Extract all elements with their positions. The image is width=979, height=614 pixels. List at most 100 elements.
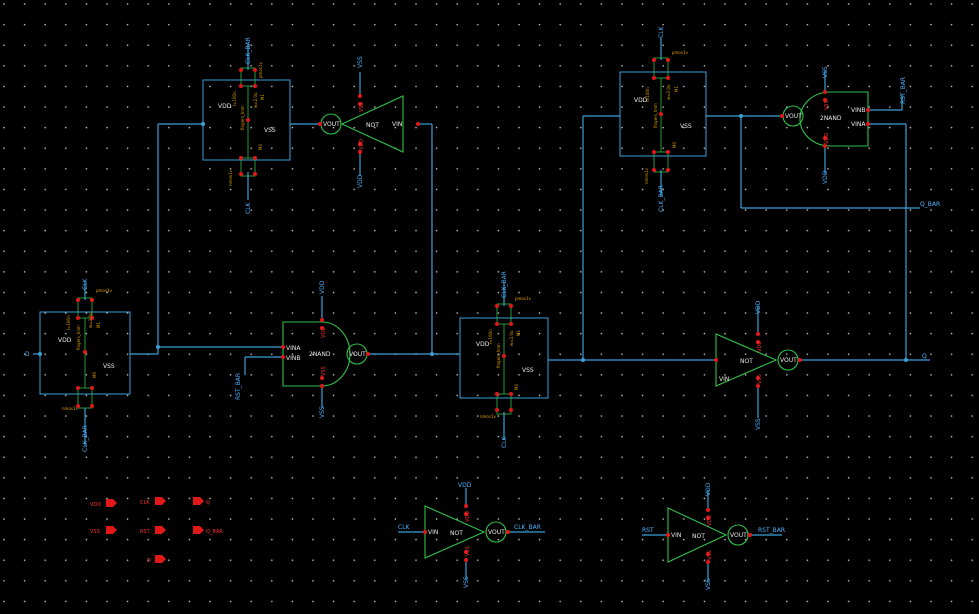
- not3-out-net: CLK_BAR: [514, 524, 541, 531]
- tg2-fingers: fingers_hnm: [240, 105, 245, 130]
- nand2-vdd-pin: VDD: [824, 133, 830, 144]
- pin-d[interactable]: D: [147, 555, 166, 564]
- nand2-vinb: VINB: [851, 107, 865, 114]
- transmission-gate-1[interactable]: fingers_hnm w=2.0u l=100n M0 M1 pmos1v n…: [39, 277, 131, 452]
- not1-vss-pin: VSS: [359, 102, 365, 112]
- nand2-vina: VINA: [851, 121, 866, 128]
- not3-vss-pin: VSS: [465, 546, 471, 556]
- io-pins: VDD VSS CLK RST D Q Q_BAR: [90, 497, 223, 564]
- tg4-l: l=100n: [645, 87, 650, 102]
- nand2-vout: VOUT: [785, 113, 802, 120]
- nand-gate-1[interactable]: 2NAND VINA VINB VOUT VDD VSS VDD VSS RST…: [235, 280, 370, 418]
- transmission-gate-3[interactable]: fingers_hnm w=2.0u l=100n M0 M1 pmos1v n…: [459, 271, 549, 448]
- svg-text:D: D: [147, 558, 151, 564]
- nand2-vdd-net: VDD: [822, 170, 829, 184]
- tg2-nmos: nmos1v: [228, 169, 233, 186]
- tg4-clk-label: CLK: [658, 25, 665, 38]
- not-gate-3[interactable]: NOT VIN VOUT VDD VSS VDD VSS CLK CLK_BAR: [398, 482, 541, 588]
- tg2-vdd: VDD: [218, 103, 232, 110]
- svg-text:VSS: VSS: [90, 529, 100, 535]
- pin-q-bar[interactable]: Q_BAR: [193, 526, 223, 535]
- pin-q[interactable]: Q: [193, 497, 210, 506]
- not-gate-2[interactable]: NOT VIN VOUT VDD VSS VDD VSS: [714, 300, 802, 430]
- not3-vdd-net: VDD: [458, 482, 472, 489]
- svg-text:Q: Q: [206, 500, 210, 506]
- tg2-vss: VSS: [264, 127, 276, 134]
- nand1-vss-pin: VSS: [321, 366, 327, 376]
- nand1-vdd-net: VDD: [319, 280, 326, 294]
- not4-vdd-net: VDD: [705, 482, 712, 496]
- tg1-fingers: fingers_hnm: [76, 325, 81, 350]
- tg3-clk-bar-label: CLK_BAR: [501, 271, 508, 298]
- tg3-vdd: VDD: [476, 341, 490, 348]
- not3-label: NOT: [450, 530, 463, 537]
- tg2-w: w=2.0u: [253, 92, 258, 108]
- not3-vss-net: VSS: [463, 576, 470, 588]
- not4-in-net: RST: [642, 527, 654, 534]
- not4-vss-net: VSS: [705, 578, 712, 590]
- net-labels: D Q_BAR Q: [25, 201, 940, 360]
- not-gate-1[interactable]: NOT VOUT VIN VSS VDD VSS VDD: [318, 56, 420, 188]
- tg4-clk-bar-label: CLK_BAR: [658, 185, 665, 212]
- nand1-label: 2NAND: [309, 351, 331, 358]
- not1-label: NOT: [366, 122, 379, 129]
- tg4-m1: M1: [674, 86, 679, 92]
- not1-vin: VIN: [392, 121, 402, 128]
- svg-text:Q_BAR: Q_BAR: [206, 529, 223, 535]
- tg3-m1: M1: [516, 330, 521, 336]
- tg4-fingers: fingers_hnm: [653, 103, 658, 128]
- transmission-gate-4[interactable]: fingers_hnm w=2.0u l=100n M0 M1 pmos1v n…: [619, 25, 707, 212]
- pin-rst[interactable]: RST: [140, 526, 166, 535]
- tg4-m0: M0: [672, 142, 677, 148]
- tg1-vdd: VDD: [58, 337, 72, 344]
- nand-gate-2[interactable]: 2NAND VINB VINA VOUT VSS VDD VSS VDD RST…: [780, 66, 907, 184]
- tg1-vss: VSS: [103, 363, 115, 370]
- not3-vdd-pin: VDD: [465, 511, 471, 522]
- tg4-nmos: nmos1v: [644, 167, 649, 184]
- nand1-rst-bar-net: RST_BAR: [235, 373, 242, 400]
- not3-vout: VOUT: [488, 529, 505, 536]
- nand1-vina: VINA: [286, 345, 301, 352]
- nand2-vss-pin: VSS: [824, 100, 830, 110]
- pin-clk[interactable]: CLK: [140, 497, 166, 506]
- transmission-gate-2[interactable]: fingers_hnm w=2.0u l=100n M0 M1 pmos1v n…: [202, 37, 291, 214]
- tg2-clk-bar-label: CLK_BAR: [245, 37, 252, 64]
- not4-vss-pin: VSS: [707, 550, 713, 560]
- tg2-m0: M0: [258, 144, 263, 150]
- net-label-q: Q: [922, 353, 927, 360]
- svg-text:CLK: CLK: [140, 500, 150, 506]
- not2-vss-net: VSS: [755, 418, 762, 430]
- tg2-m1: M1: [260, 94, 265, 100]
- tg3-pmos: pmos1v: [515, 296, 532, 301]
- not2-vss-pin: VSS: [757, 374, 763, 384]
- not3-in-net: CLK: [398, 524, 411, 531]
- tg1-w: w=2.0u: [88, 312, 93, 328]
- not1-vdd-net: VDD: [357, 174, 364, 188]
- nand1-vinb: VINB: [286, 355, 300, 362]
- tg4-vss: VSS: [680, 123, 692, 130]
- tg1-clk-label: CLK: [82, 277, 89, 290]
- not4-out-net: RST_BAR: [758, 527, 785, 534]
- tg3-clk-label: CLK: [501, 435, 508, 448]
- not2-vin: VIN: [719, 376, 729, 383]
- nand2-rst-bar-net: RST_BAR: [900, 77, 907, 104]
- tg4-w: w=2.0u: [666, 84, 671, 100]
- not-gate-4[interactable]: NOT VIN VOUT VDD VSS VDD VSS RST RST_BAR: [642, 482, 785, 590]
- svg-text:VDD: VDD: [90, 502, 101, 508]
- not4-vdd-pin: VDD: [707, 515, 713, 526]
- nand2-vss-net: VSS: [822, 66, 829, 78]
- not2-vout: VOUT: [780, 357, 797, 364]
- tg2-clk-label: CLK: [245, 201, 252, 214]
- tg3-w: w=2.0u: [509, 330, 514, 346]
- tg4-pmos: pmos1v: [672, 50, 689, 55]
- pin-vss[interactable]: VSS: [90, 526, 117, 535]
- nand1-vss-net: VSS: [319, 406, 326, 418]
- tg1-pmos: pmos1v: [96, 288, 113, 293]
- tg1-clk-bar-label: CLK_BAR: [82, 425, 89, 452]
- tg3-m0: M0: [514, 384, 519, 390]
- pin-vdd[interactable]: VDD: [90, 499, 117, 508]
- tg1-l: l=100n: [66, 315, 71, 330]
- not4-vout: VOUT: [730, 532, 747, 539]
